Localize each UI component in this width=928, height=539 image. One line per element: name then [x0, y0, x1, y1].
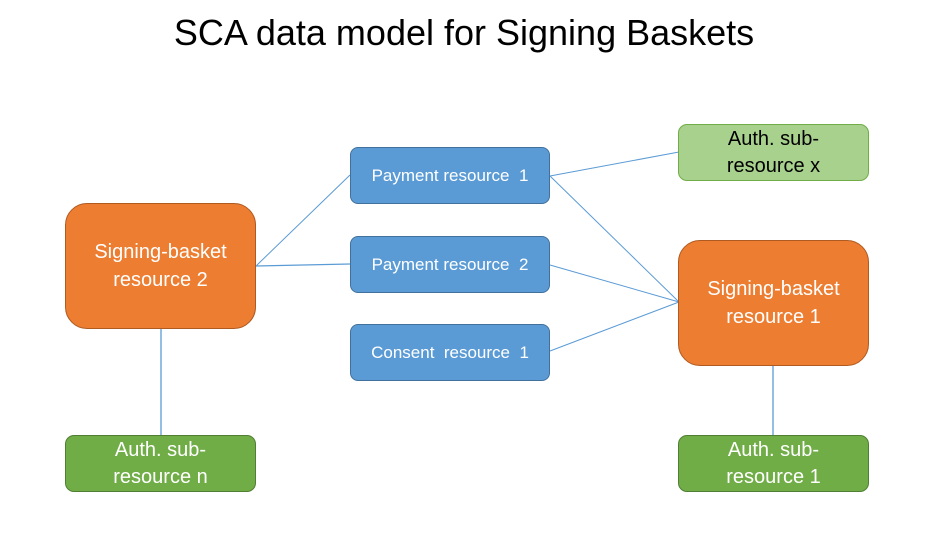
node-label: Payment resource 2 [371, 254, 529, 274]
auth-subresource-n[interactable]: Auth. sub- resource n [65, 435, 256, 492]
consent-resource-1[interactable]: Consent resource 1 [350, 324, 550, 381]
edge-sb2-pay2 [255, 263, 351, 267]
node-label-line2: resource x [726, 154, 821, 177]
node-label-line2: resource 2 [113, 269, 208, 291]
node-label-line2: resource 1 [726, 306, 821, 328]
node-label: Consent resource 1 [371, 342, 529, 362]
node-label-line1: Signing-basket [707, 278, 840, 300]
node-label-line1: Auth. sub- [727, 127, 820, 150]
node-label-line1: Auth. sub- [727, 438, 820, 461]
signing-basket-resource-1[interactable]: Signing-basket resource 1 [678, 240, 869, 366]
edge-pay1-sb1 [549, 175, 680, 303]
node-label-line2: resource 1 [726, 465, 821, 488]
node-label-line2: resource n [113, 465, 208, 488]
signing-basket-resource-2[interactable]: Signing-basket resource 2 [65, 203, 256, 329]
edge-pay1-authx [549, 151, 680, 177]
node-label-line1: Signing-basket [94, 241, 227, 263]
node-label-line1: Auth. sub- [114, 438, 207, 461]
payment-resource-2[interactable]: Payment resource 2 [350, 236, 550, 293]
diagram-title: SCA data model for Signing Baskets [173, 12, 755, 53]
payment-resource-1[interactable]: Payment resource 1 [350, 147, 550, 204]
edge-sb2-pay1 [255, 174, 351, 267]
edge-pay2-sb1 [549, 264, 680, 303]
auth-subresource-x[interactable]: Auth. sub- resource x [678, 124, 869, 181]
auth-subresource-1[interactable]: Auth. sub- resource 1 [678, 435, 869, 492]
node-label: Payment resource 1 [371, 165, 529, 185]
edge-consent1-sb1 [549, 301, 680, 352]
